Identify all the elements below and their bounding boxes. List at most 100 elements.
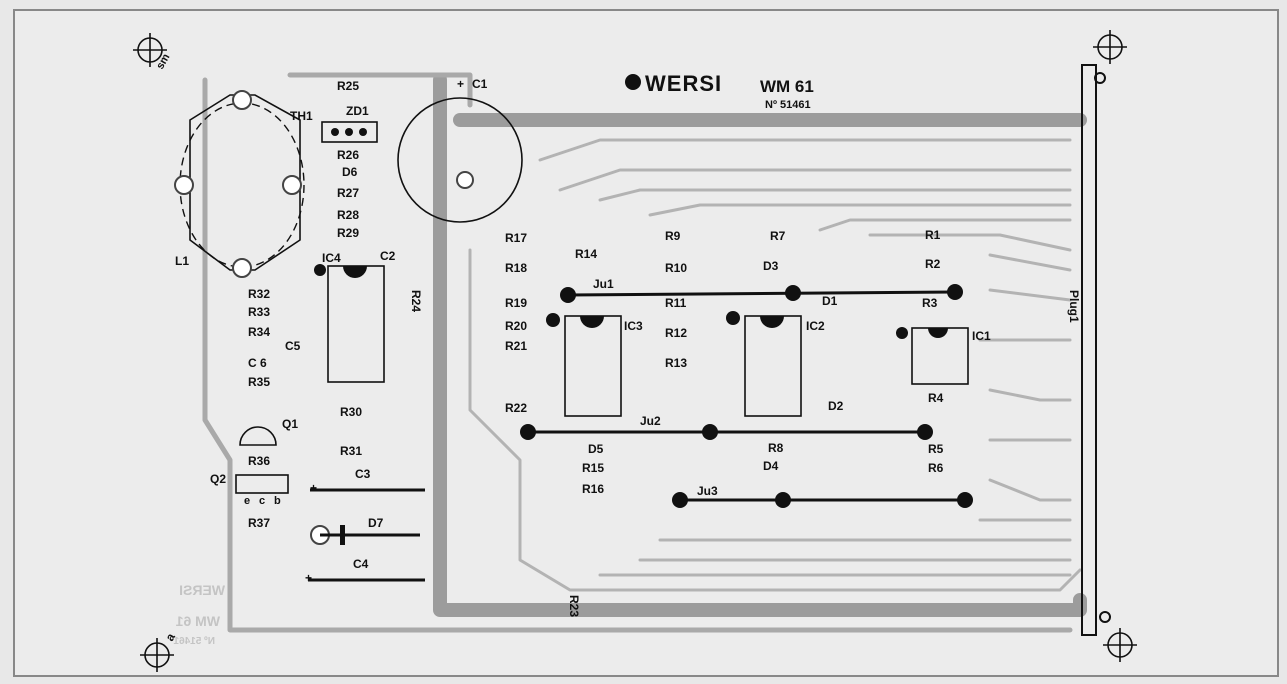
r20-label: R20 xyxy=(505,319,527,333)
zd1-label: ZD1 xyxy=(346,104,369,118)
r30-label: R30 xyxy=(340,405,362,419)
r10-label: R10 xyxy=(665,261,687,275)
r1-label: R1 xyxy=(925,228,941,242)
r4-label: R4 xyxy=(928,391,944,405)
c1-capacitor xyxy=(397,97,523,223)
r27-label: R27 xyxy=(337,186,359,200)
d4-label: D4 xyxy=(763,459,779,473)
r34-label: R34 xyxy=(248,325,270,339)
ghost-back-print: WERSI WM 61 Nº 51461 xyxy=(173,582,225,647)
r24-label: R24 xyxy=(409,290,423,312)
c2-label: C2 xyxy=(380,249,396,263)
th1-thermistor xyxy=(321,121,378,143)
r21-label: R21 xyxy=(505,339,527,353)
plug1-label: Plug1 xyxy=(1067,290,1081,323)
r37-label: R37 xyxy=(248,516,270,530)
r2-label: R2 xyxy=(925,257,941,271)
crosshair-bottom-right xyxy=(1103,628,1137,662)
ghost-number: Nº 51461 xyxy=(173,636,215,647)
r8-label: R8 xyxy=(768,441,784,455)
q2-pin-c: c xyxy=(259,495,265,507)
d6-label: D6 xyxy=(342,165,358,179)
q2-transistor xyxy=(235,474,289,494)
r18-label: R18 xyxy=(505,261,527,275)
r9-label: R9 xyxy=(665,229,681,243)
d3-label: D3 xyxy=(763,259,779,273)
r15-label: R15 xyxy=(582,461,604,475)
ic2-label: IC2 xyxy=(806,319,825,333)
q1-transistor xyxy=(239,426,277,446)
crosshair-top-left xyxy=(133,33,167,67)
model-label: WM 61 xyxy=(760,77,814,96)
ic2-chip xyxy=(726,311,802,417)
r25-label: R25 xyxy=(337,79,359,93)
crosshair-top-right xyxy=(1093,30,1127,64)
q2-pin-e: e xyxy=(244,495,250,507)
r35-label: R35 xyxy=(248,375,270,389)
r17-label: R17 xyxy=(505,231,527,245)
ju3-label: Ju3 xyxy=(697,484,718,498)
r19-label: R19 xyxy=(505,296,527,310)
d5-label: D5 xyxy=(588,442,604,456)
c4-label: C4 xyxy=(353,557,369,571)
r32-label: R32 xyxy=(248,287,270,301)
ju3-jumper xyxy=(672,492,973,508)
d7-diode xyxy=(310,525,420,545)
outer-trace xyxy=(202,77,1073,633)
c3-plus-label: + xyxy=(310,481,317,495)
r26-label: R26 xyxy=(337,148,359,162)
c1-label: C1 xyxy=(472,77,488,91)
th1-label: TH1 xyxy=(290,109,313,123)
l1-label: L1 xyxy=(175,254,189,268)
r36-label: R36 xyxy=(248,454,270,468)
r13-label: R13 xyxy=(665,356,687,370)
ju2-label: Ju2 xyxy=(640,414,661,428)
r3-label: R3 xyxy=(922,296,938,310)
q2-pin-b: b xyxy=(274,495,281,507)
r14-label: R14 xyxy=(575,247,597,261)
wersi-logo: WERSI xyxy=(625,71,722,96)
resistor-labels: R1 R2 R3 R4 R5 R6 R7 R8 R9 R10 R11 R12 R… xyxy=(248,79,944,617)
ic3-chip xyxy=(546,313,622,417)
r33-label: R33 xyxy=(248,305,270,319)
ground-bus xyxy=(433,73,1087,617)
r31-label: R31 xyxy=(340,444,362,458)
r5-label: R5 xyxy=(928,442,944,456)
d2-label: D2 xyxy=(828,399,844,413)
c1-plus-label: + xyxy=(457,77,464,91)
upper-trace xyxy=(287,72,473,108)
l1-inductor xyxy=(174,90,305,278)
ic3-label: IC3 xyxy=(624,319,643,333)
c3-label: C3 xyxy=(355,467,371,481)
ghost-model: WM 61 xyxy=(175,613,220,629)
ghost-logo: WERSI xyxy=(179,582,225,598)
c4-plus-label: + xyxy=(305,571,312,585)
ju1-jumper xyxy=(560,284,963,303)
r16-label: R16 xyxy=(582,482,604,496)
logo-text: WERSI xyxy=(645,71,722,96)
r29-label: R29 xyxy=(337,226,359,240)
part-number: Nº 51461 xyxy=(765,99,811,111)
d7-label: D7 xyxy=(368,516,384,530)
r23-label: R23 xyxy=(567,595,581,617)
q1-label: Q1 xyxy=(282,417,298,431)
r12-label: R12 xyxy=(665,326,687,340)
q2-label: Q2 xyxy=(210,472,226,486)
r22-label: R22 xyxy=(505,401,527,415)
crosshair-bottom-left xyxy=(140,638,174,672)
ic1-label: IC1 xyxy=(972,329,991,343)
ju1-label: Ju1 xyxy=(593,277,614,291)
plug1-connector xyxy=(1081,64,1111,636)
ju2-jumper xyxy=(520,424,933,440)
r28-label: R28 xyxy=(337,208,359,222)
c1-pad xyxy=(456,171,474,189)
r11-label: R11 xyxy=(665,296,687,310)
ic1-chip xyxy=(896,327,969,385)
ic4-label: IC4 xyxy=(322,251,341,265)
c6-label: C 6 xyxy=(248,356,267,370)
ic4-chip xyxy=(314,264,385,383)
connector-fan xyxy=(468,138,1082,592)
r7-label: R7 xyxy=(770,229,786,243)
r6-label: R6 xyxy=(928,461,944,475)
